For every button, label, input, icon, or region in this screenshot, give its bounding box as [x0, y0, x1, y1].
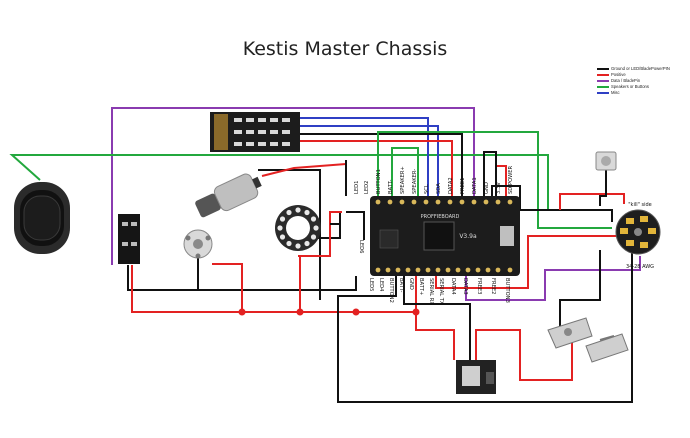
- tactile-switch: [595, 151, 617, 171]
- slide-switch: [456, 360, 496, 394]
- wire-misc: [300, 125, 439, 196]
- wire-speaker: [377, 131, 612, 229]
- pin-label: 3.3V: [496, 182, 502, 194]
- wire-ground: [346, 211, 365, 240]
- connector-disc: [183, 229, 213, 259]
- legend-item-positive: Positive: [597, 72, 670, 78]
- wire-positive: [435, 235, 620, 289]
- wire-speaker: [391, 147, 419, 196]
- pin-label: SERIAL RX: [428, 278, 434, 305]
- pin-label: DATA4: [450, 278, 456, 295]
- pin-label: FREE2: [490, 278, 496, 294]
- wire-data: [111, 107, 475, 265]
- pin-label: SPEAKER+: [400, 166, 406, 194]
- pin-label: LED5: [368, 278, 374, 291]
- speaker: [14, 182, 70, 254]
- legend-swatch: [597, 86, 609, 88]
- led1-label: LED1: [354, 181, 360, 194]
- junction-dot: [238, 308, 246, 316]
- legend-item-misc: Misc: [597, 90, 670, 96]
- pin-label: GND: [408, 278, 414, 290]
- pin-label: SD POWER: [508, 165, 514, 194]
- battery-clip-2: [585, 333, 629, 363]
- wire-positive: [559, 193, 625, 210]
- legend-swatch: [597, 92, 609, 94]
- pin-label: BATT-: [388, 180, 394, 194]
- wire-ground: [300, 133, 463, 196]
- wire-positive: [475, 329, 573, 381]
- legend-swatch: [597, 68, 609, 70]
- pin-label: BATT+: [418, 278, 424, 295]
- legend: Ground or LED/BladePowerPIN Positive Dat…: [597, 66, 670, 96]
- junction-dot: [296, 308, 304, 316]
- legend-swatch: [597, 74, 609, 76]
- wire-positive: [300, 140, 453, 196]
- accent-led-strip: [210, 112, 300, 152]
- wire-positive: [298, 211, 342, 257]
- led-ring: [275, 205, 321, 251]
- legend-item-data: Data / BladePin: [597, 78, 670, 84]
- pin-label: LED4: [378, 278, 384, 292]
- mini-led-pcb: [118, 214, 140, 264]
- pin-label: DATA3: [462, 278, 468, 295]
- kill-side-label: "kill" side: [628, 202, 652, 208]
- pin-label: FREE3: [476, 278, 482, 294]
- pin-label: BATT-: [398, 278, 404, 292]
- wire-ground: [337, 246, 633, 403]
- wire-positive: [415, 312, 455, 360]
- legend-label: Positive: [611, 72, 626, 77]
- wire-data: [465, 256, 641, 301]
- pin-label: FREE1: [460, 178, 466, 194]
- legend-label: Data / BladePin: [611, 78, 641, 83]
- junction-dot: [412, 308, 420, 316]
- vibration-motor: [195, 173, 262, 218]
- led2-label: LED2: [364, 181, 370, 194]
- legend-swatch: [597, 80, 609, 82]
- wire-ground: [559, 250, 601, 326]
- pin-label: DATA1: [472, 177, 478, 194]
- legend-label: Ground or LED/BladePowerPIN: [611, 66, 670, 71]
- bottom-pin-labels: LED6 LED5 LED4 BUTTON2 BATT- GND BATT+ S…: [358, 240, 510, 305]
- wire-positive: [131, 265, 417, 313]
- pin-label: DATA2: [448, 177, 454, 194]
- proffieboard: PROFFIEBOARD V3.9a: [370, 196, 520, 276]
- wire-ground: [599, 170, 607, 206]
- wire-ground: [483, 151, 497, 196]
- pin-label: GND: [484, 182, 490, 194]
- pin-label: LED6: [358, 240, 364, 253]
- pin-label: SCL: [424, 184, 430, 194]
- wire-positive: [212, 263, 243, 312]
- awg-label: 34-28 AWG: [626, 264, 654, 270]
- legend-item-speakers: Speakers or Buttons: [597, 84, 670, 90]
- pin-label: SERIAL TX: [438, 278, 444, 305]
- legend-label: Misc: [611, 90, 620, 95]
- pin-label: BUTTON3: [504, 278, 510, 303]
- pin-label: BUTTON1: [376, 169, 382, 194]
- pin-label: SPEAKER-: [412, 169, 418, 194]
- top-pin-labels: BUTTON1 BATT- SPEAKER+ SPEAKER- SCL SDA …: [376, 165, 514, 194]
- legend-label: Speakers or Buttons: [611, 84, 649, 89]
- wire-ground: [491, 185, 613, 222]
- kill-switch-connector: [615, 209, 661, 255]
- legend-item-ground: Ground or LED/BladePowerPIN: [597, 66, 670, 72]
- pin-label: SDA: [436, 183, 442, 194]
- battery-clip-1: [547, 317, 593, 349]
- wire-ground: [403, 276, 471, 360]
- diagram-title: Kestis Master Chassis: [242, 38, 448, 60]
- board-brand: PROFFIEBOARD: [421, 214, 460, 220]
- junction-dot: [352, 308, 360, 316]
- wire-misc: [300, 117, 429, 196]
- wire-speaker: [9, 154, 549, 210]
- pin-label: BUTTON2: [388, 278, 394, 303]
- board-version: V3.9a: [459, 233, 477, 240]
- wire-positive: [261, 163, 347, 177]
